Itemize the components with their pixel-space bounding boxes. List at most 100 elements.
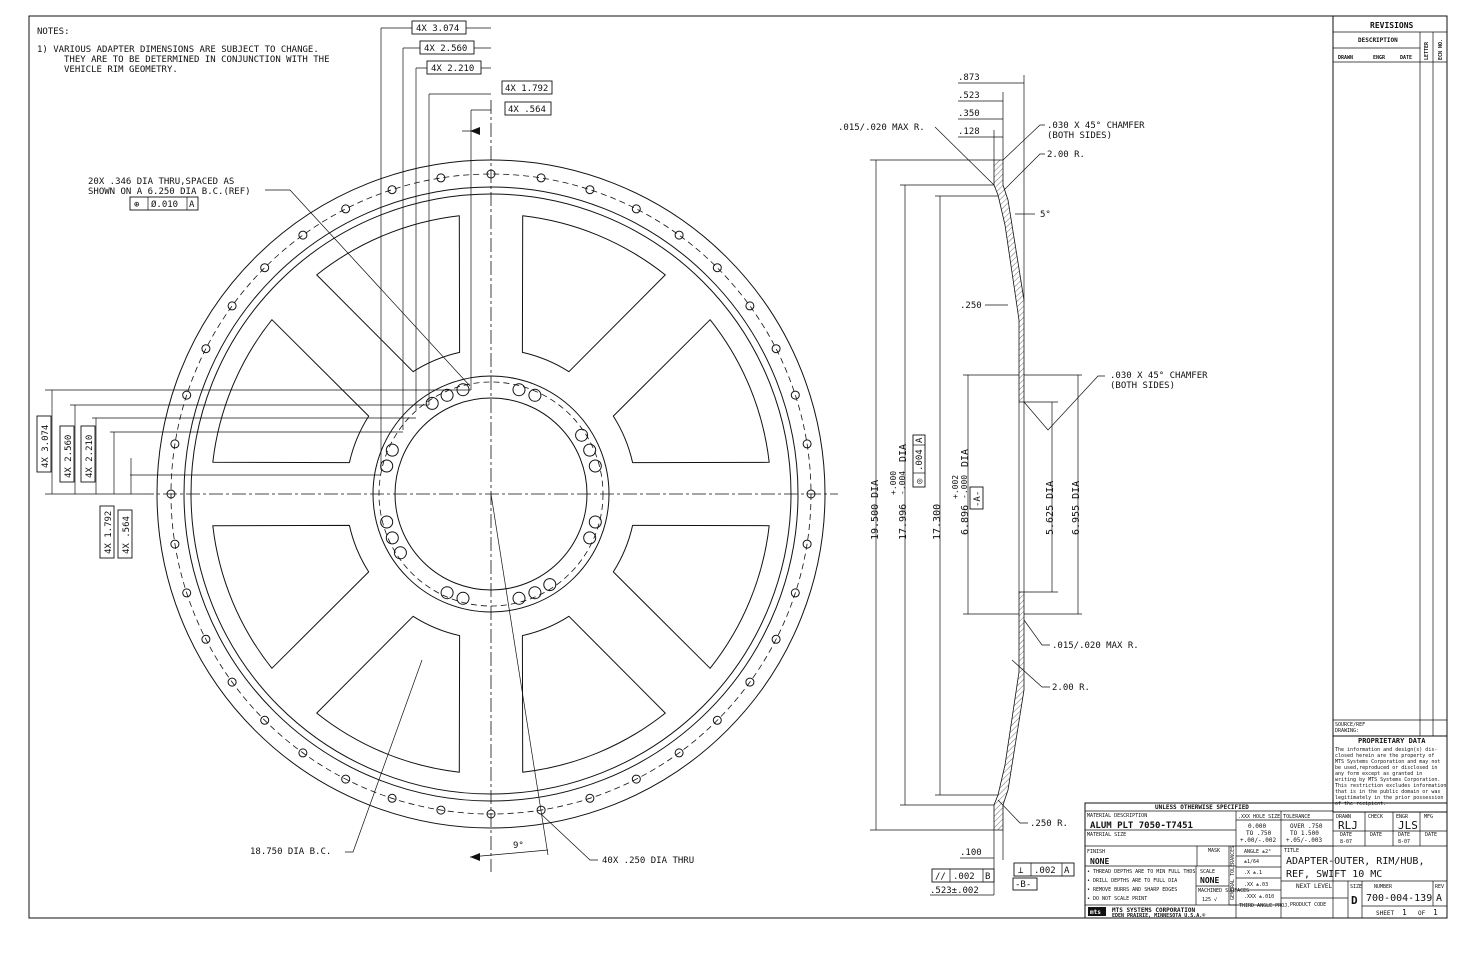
outer-hole xyxy=(298,230,308,240)
check-date-label: DATE xyxy=(1370,832,1382,838)
note-1-line-1: 1) VARIOUS ADAPTER DIMENSIONS ARE SUBJEC… xyxy=(37,45,319,55)
company-logo: mts xyxy=(1090,909,1101,916)
top-dim-4: 4X 1.792 xyxy=(505,84,548,94)
revisions-block: REVISIONS DESCRIPTION DRAWN ENGR DATE LE… xyxy=(1332,15,1448,737)
left-dim-1: 4X 3.074 xyxy=(41,425,51,468)
dia-6896-suffix: DIA xyxy=(960,449,971,467)
x-tol: .X ±.1 xyxy=(1244,870,1262,876)
conc-datum: A xyxy=(915,437,925,443)
outer-hole xyxy=(182,588,192,598)
outer-hole xyxy=(486,809,496,819)
dia-6955: 6.955 DIA xyxy=(1071,481,1082,535)
outer-hole xyxy=(260,715,270,725)
outer-hole xyxy=(585,185,595,195)
hole-tol-cell: +.05/-.003 xyxy=(1286,837,1323,844)
hole-tol-cell: +.00/-.002 xyxy=(1240,837,1277,844)
number-value: 700-004-139 xyxy=(1366,893,1432,904)
title-line-1: ADAPTER-OUTER, RIM/HUB, xyxy=(1286,856,1424,867)
hub-hole xyxy=(385,531,399,545)
mfg-label: MFG xyxy=(1424,814,1433,820)
engr-date-label: DATE xyxy=(1398,832,1410,838)
rev-value: A xyxy=(1436,893,1442,904)
material-desc-label: MATERIAL DESCRIPTION xyxy=(1087,813,1147,819)
left-dim-5: 4X .564 xyxy=(122,516,132,554)
hub-hole xyxy=(588,459,602,473)
max-r-top: .015/.020 MAX R. xyxy=(838,123,925,133)
hub-hole xyxy=(380,515,394,529)
angle-tol: ANGLE ±2° xyxy=(1244,849,1271,855)
outer-holes-label: 40X .250 DIA THRU xyxy=(602,856,694,866)
outer-hole xyxy=(260,263,270,273)
outer-hole xyxy=(745,301,755,311)
dia-5625: 5.625 DIA xyxy=(1045,481,1056,535)
front-view: 4X 3.074 4X 2.560 4X 2.210 4X 1.792 4X .… xyxy=(36,20,838,872)
revisions-title: REVISIONS xyxy=(1370,21,1414,30)
dim-128: .128 xyxy=(958,127,980,137)
outer-hole xyxy=(387,185,397,195)
hole-tol-cell: TO 1.500 xyxy=(1290,830,1319,837)
spoke-window xyxy=(316,615,461,773)
section-profile-lower xyxy=(993,591,1025,831)
proprietary-line: legitimately in the prior possession xyxy=(1335,795,1443,801)
note-1-line-2: THEY ARE TO BE DETERMINED IN CONJUNCTION… xyxy=(64,55,330,65)
title-line-2: REF, SWIFT 10 MC xyxy=(1286,869,1382,880)
spoke-window xyxy=(521,215,666,373)
bolt-circle-inner xyxy=(378,381,604,607)
hole-callout: 20X .346 DIA THRU,SPACED AS SHOWN ON A 6… xyxy=(88,177,471,387)
outer-hole xyxy=(802,439,812,449)
material-size-label: MATERIAL SIZE xyxy=(1087,832,1126,838)
outer-hole xyxy=(802,539,812,549)
hole-tol-cell: OVER .750 xyxy=(1290,823,1323,830)
spoke-window xyxy=(316,215,461,373)
xxx-tol: .XXX ±.010 xyxy=(1244,894,1274,900)
next-level-label: NEXT LEVEL xyxy=(1296,883,1333,890)
dim-250-mid: .250 xyxy=(960,301,982,311)
note-burrs: • REMOVE BURRS AND SHARP EDGES xyxy=(1087,887,1177,893)
outer-hole xyxy=(790,588,800,598)
par-datum: B xyxy=(985,872,990,882)
angle-5: 5° xyxy=(1040,210,1051,220)
outer-hole xyxy=(227,677,237,687)
top-dim-5: 4X .564 xyxy=(508,105,546,115)
hole-fcf-symbol: ⊕ xyxy=(134,200,139,210)
outer-hole xyxy=(674,230,684,240)
proprietary-block: SOURCE/REF DRAWING: PROPRIETARY DATA The… xyxy=(1332,719,1448,813)
product-code-label: PRODUCT CODE xyxy=(1290,902,1326,908)
revisions-date: DATE xyxy=(1400,55,1412,61)
spoke-window xyxy=(212,524,370,669)
dia-6896-tol-minus: -.000 xyxy=(960,475,969,499)
section-top-dims: .873 .523 .350 .128 xyxy=(958,73,1025,300)
proprietary-line: The information and design(s) dis- xyxy=(1335,747,1437,753)
outer-hole xyxy=(631,774,641,784)
proprietary-line: MTS Systems Corporation and may not xyxy=(1335,759,1440,765)
note-1-line-3: VEHICLE RIM GEOMETRY. xyxy=(64,65,178,75)
size-value: D xyxy=(1351,894,1358,907)
check-label: CHECK xyxy=(1368,814,1383,820)
outer-hole xyxy=(341,774,351,784)
chamfer-mid-line-2: (BOTH SIDES) xyxy=(1110,381,1175,391)
drawn-date: 8-07 xyxy=(1340,839,1352,845)
notes-heading: NOTES: xyxy=(37,27,70,37)
top-dim-1: 4X 3.074 xyxy=(416,24,459,34)
engr-date: 8-07 xyxy=(1398,839,1410,845)
note-scale: • DO NOT SCALE PRINT xyxy=(1087,896,1147,902)
proprietary-title: PROPRIETARY DATA xyxy=(1358,737,1426,745)
outer-hole xyxy=(631,204,641,214)
scale-value: NONE xyxy=(1200,876,1219,885)
outer-hole xyxy=(674,748,684,758)
proprietary-line: This restriction excludes information xyxy=(1335,783,1446,789)
outer-hole xyxy=(182,390,192,400)
par-symbol: // xyxy=(935,872,946,882)
hole-note-line-2: SHOWN ON A 6.250 DIA B.C.(REF) xyxy=(88,187,251,197)
conc-symbol: ◎ xyxy=(915,478,925,484)
outer-hole xyxy=(771,634,781,644)
general-tolerances: GENERAL TOLERANCES xyxy=(1230,846,1236,900)
engr-value: JLS xyxy=(1398,819,1418,832)
hole-fcf-tol: Ø.010 xyxy=(151,199,178,210)
proprietary-line: writing by MTS Systems Corporation. xyxy=(1335,777,1440,783)
chamfer-top-line-2: (BOTH SIDES) xyxy=(1047,131,1112,141)
revisions-ecn: ECN NO. xyxy=(1438,39,1444,60)
perp-tol: .002 xyxy=(1034,866,1056,876)
source-ref-line-1: SOURCE/REF xyxy=(1335,722,1365,728)
